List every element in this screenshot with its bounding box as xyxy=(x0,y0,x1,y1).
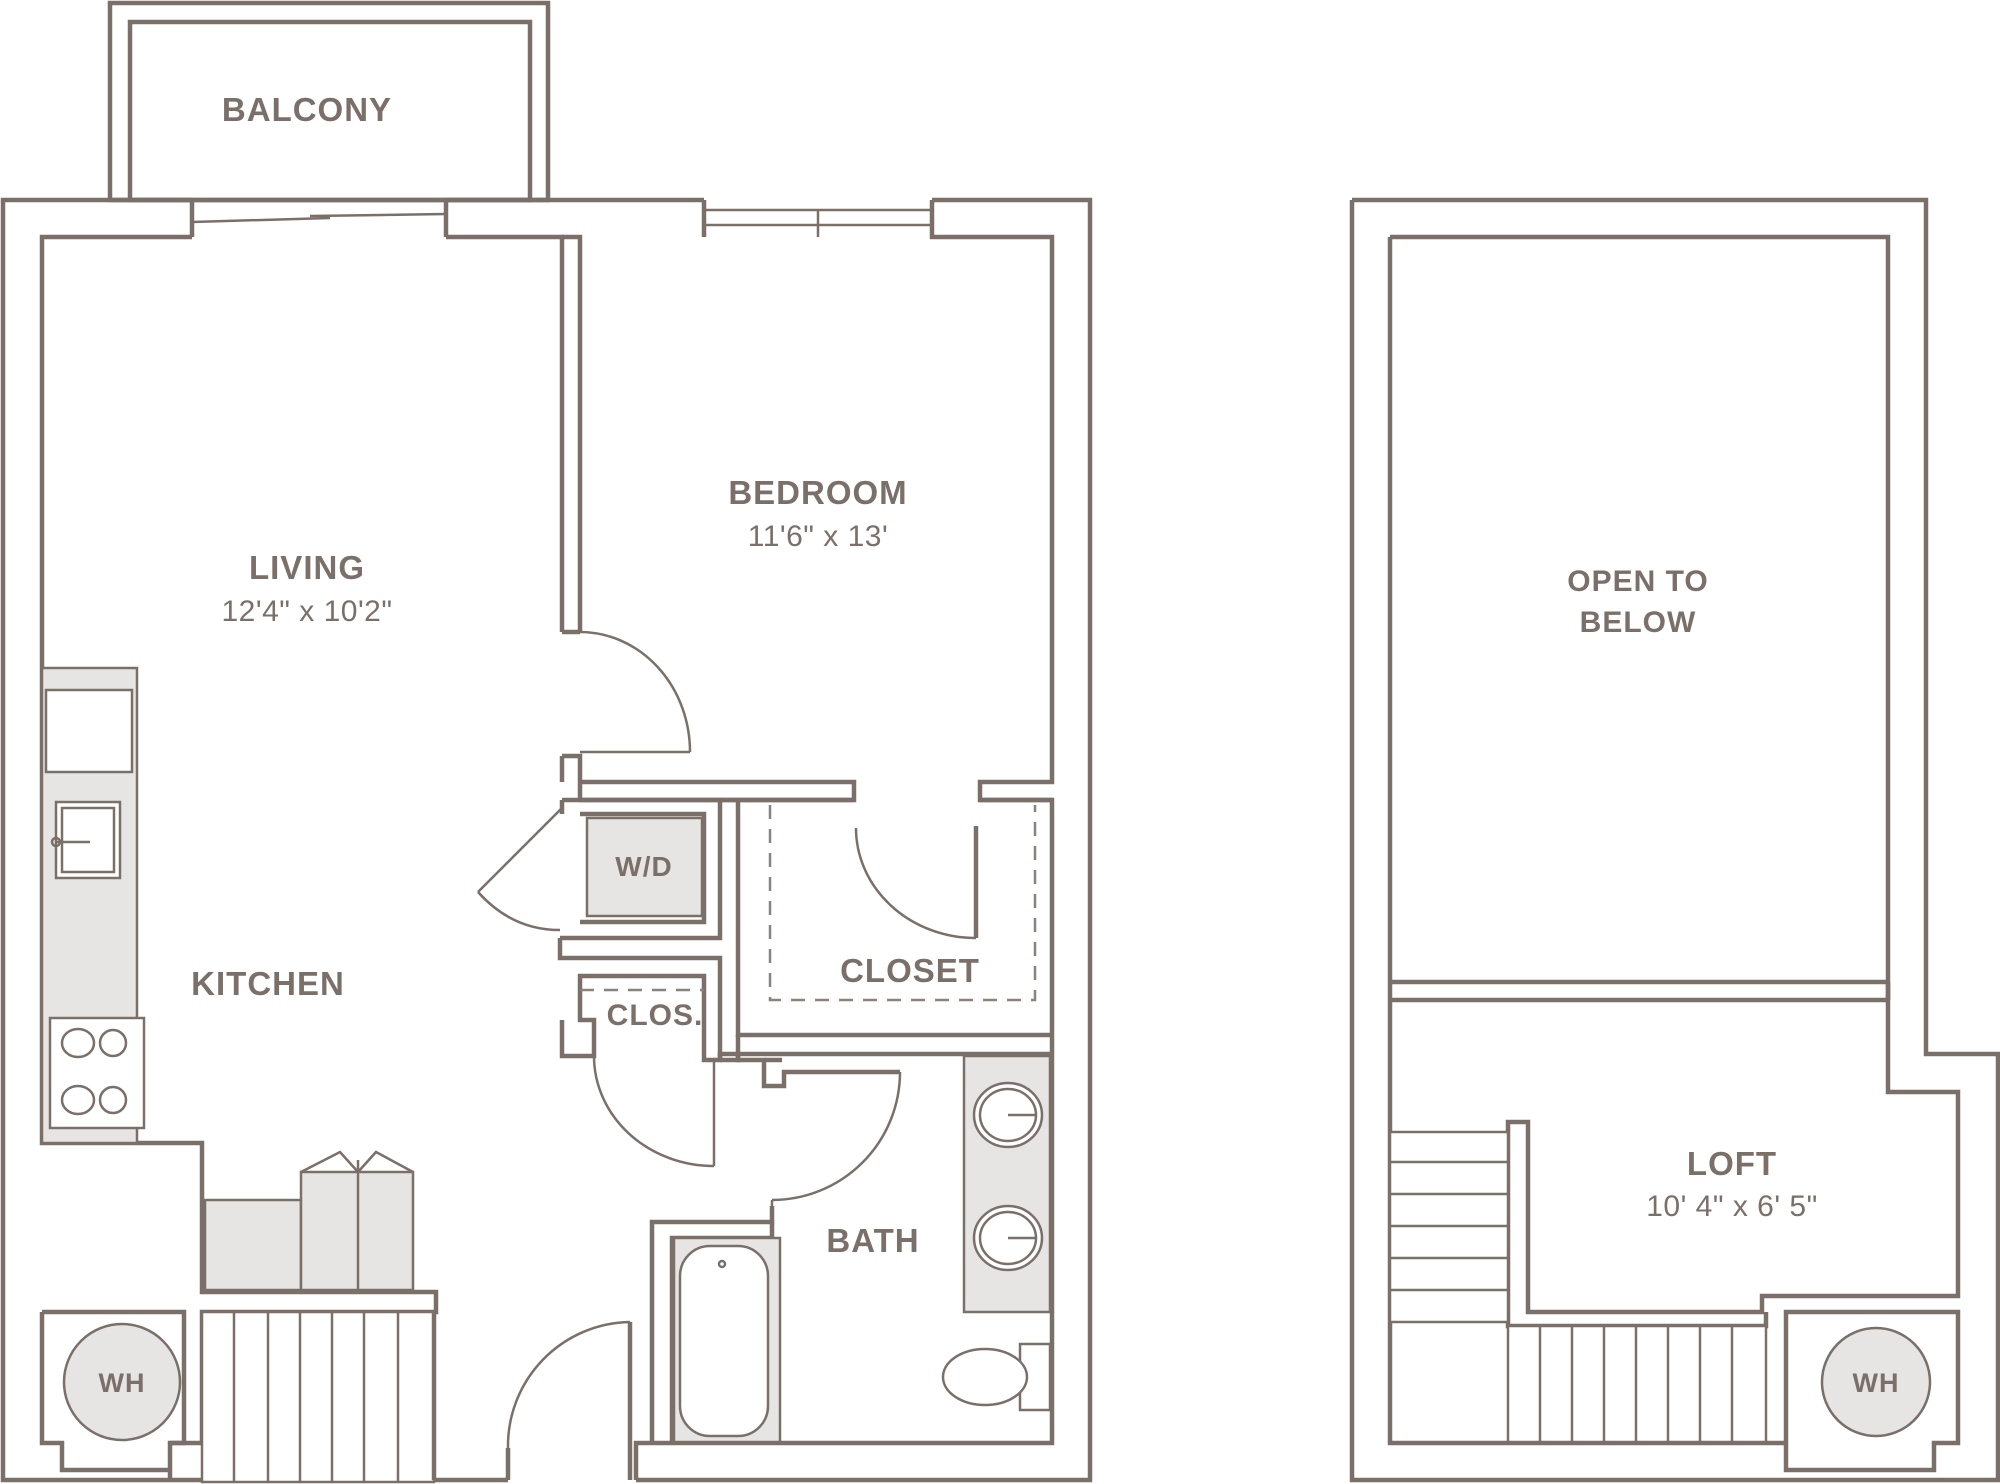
living-size: 12'4" x 10'2" xyxy=(221,595,392,628)
water-heater-icon xyxy=(1820,1326,1932,1438)
closet-door-swing xyxy=(854,827,977,940)
refrigerator-icon xyxy=(44,688,134,774)
wh-left-label: WH xyxy=(99,1368,146,1398)
bedroom-door-swing xyxy=(579,630,692,753)
main-unit-walls xyxy=(0,197,1093,1483)
bedroom-size: 11'6" x 13' xyxy=(748,520,888,553)
bath xyxy=(649,1051,1052,1444)
walk-in-closet xyxy=(720,797,1052,1063)
bath-door-swing xyxy=(771,1071,902,1202)
loft-label: LOFT xyxy=(1687,1145,1777,1182)
water-heater-icon xyxy=(62,1322,182,1442)
balcony xyxy=(107,0,551,203)
bedroom-label: BEDROOM xyxy=(728,474,907,511)
open-to-below-label-line2: BELOW xyxy=(1580,606,1697,639)
bedroom-walls xyxy=(559,234,857,803)
open-to-below-label-line1: OPEN TO xyxy=(1567,565,1708,598)
small-closet xyxy=(557,938,723,1168)
wd-label: W/D xyxy=(615,851,672,882)
washer-dryer xyxy=(585,816,704,918)
bath-label: BATH xyxy=(826,1222,919,1259)
entry-door xyxy=(505,1320,633,1480)
kitchen-label: KITCHEN xyxy=(191,965,345,1002)
wd-closet xyxy=(477,797,723,941)
wh-right-label: WH xyxy=(1853,1368,1900,1398)
pantry-shelf xyxy=(203,1198,303,1292)
balcony-label: BALCONY xyxy=(222,91,392,128)
kitchen-fixtures xyxy=(40,666,415,1292)
closet-label: CLOSET xyxy=(840,952,980,989)
kitchen-sink-icon xyxy=(54,800,122,880)
toilet-icon xyxy=(941,1342,1052,1412)
clos-label: CLOS. xyxy=(607,999,704,1032)
water-heater-right xyxy=(1820,1326,1932,1438)
stair-left xyxy=(200,1310,437,1484)
water-heater-left xyxy=(39,1309,187,1473)
living-label: LIVING xyxy=(249,549,365,586)
loft-size: 10' 4" x 6' 5" xyxy=(1646,1190,1818,1223)
stair-right xyxy=(1388,1130,1768,1444)
